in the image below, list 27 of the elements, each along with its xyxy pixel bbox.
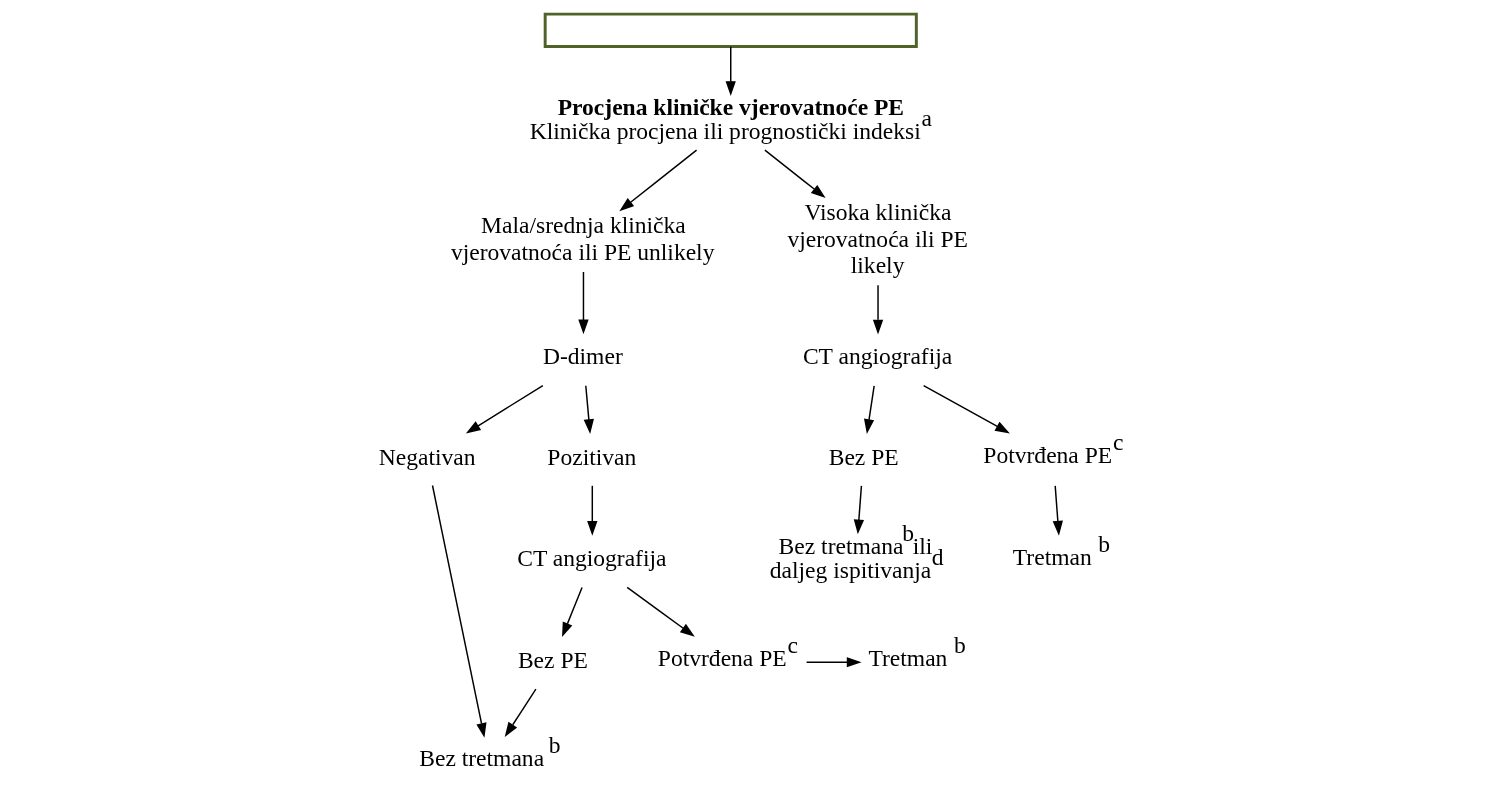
arrow [853, 485, 865, 535]
arrow [619, 149, 698, 212]
arrow [872, 284, 884, 335]
node-text: D-dimer [542, 343, 623, 370]
node-text: Bez PE [517, 646, 588, 673]
arrow [805, 657, 862, 668]
arrow [587, 485, 598, 536]
arrow [562, 586, 583, 638]
node-text: Negativan [378, 443, 476, 470]
node-text: CT angiografija [517, 545, 667, 572]
arrow [583, 385, 594, 434]
arrow [922, 384, 1010, 434]
arrow [764, 149, 826, 199]
arrow [465, 384, 544, 434]
node-text: Mala/srednja klinička vjerovatnoća ili PE unlikely [450, 212, 715, 265]
node-text: Visoka klinička vjerovatnoća ili PE likely [787, 199, 968, 279]
arrow [431, 484, 487, 738]
arrow [725, 46, 736, 96]
arrow [578, 271, 589, 335]
arrow [626, 586, 695, 637]
node-text: CT angiografija [802, 343, 953, 370]
node-text: Pozitivan [547, 443, 637, 470]
node-text: Bez PE [828, 443, 899, 470]
arrow [863, 385, 875, 434]
arrow [504, 688, 537, 738]
node-box [543, 12, 918, 48]
arrow [1052, 485, 1063, 536]
